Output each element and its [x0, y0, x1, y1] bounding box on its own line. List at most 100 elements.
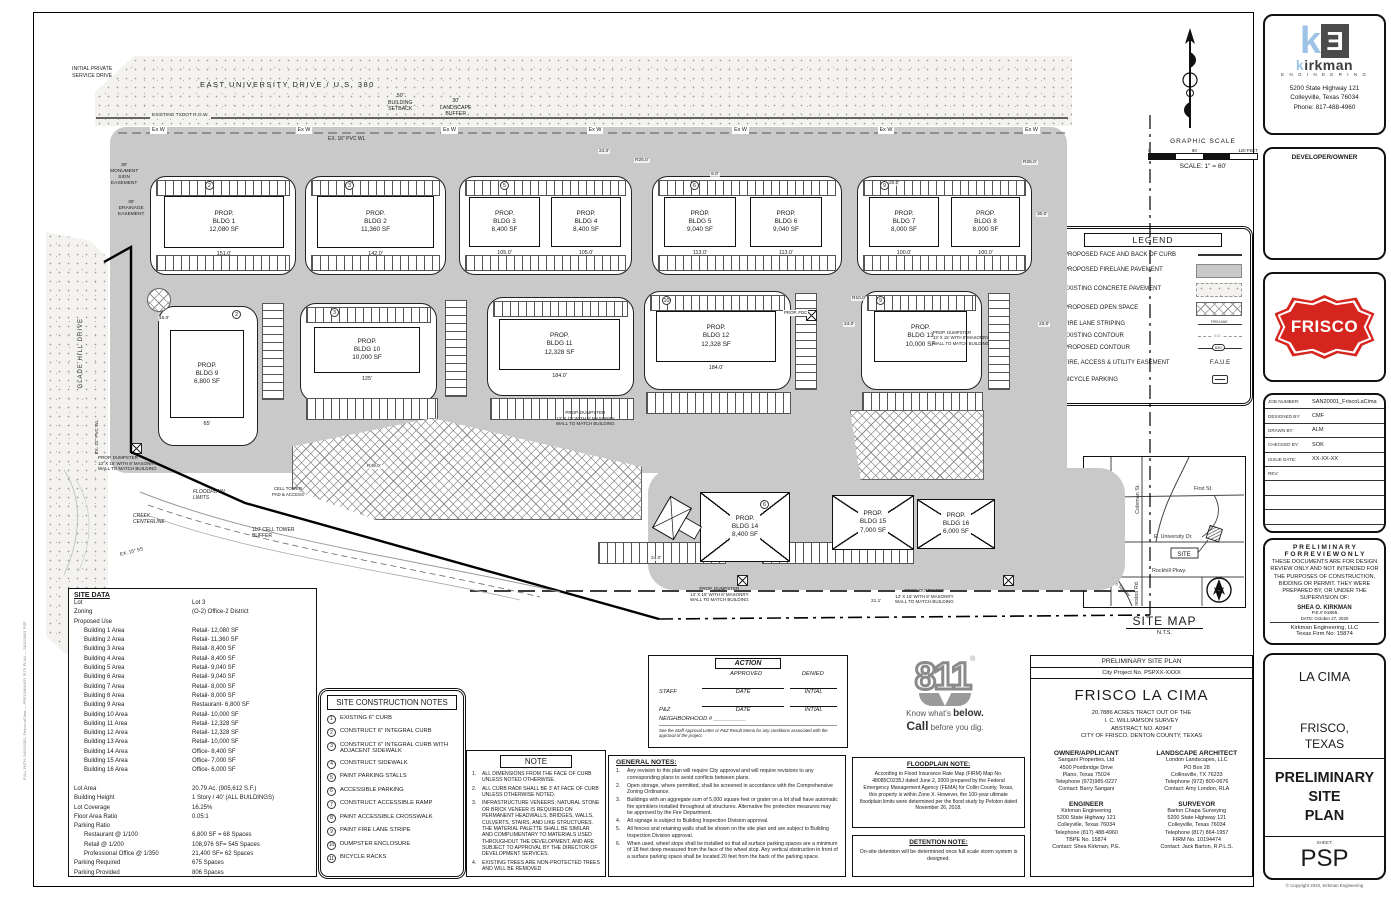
dim-label: 24.0' [598, 149, 611, 154]
keynote-circle: 6 [760, 500, 769, 509]
site-data-row: Floor Area Ratio 0.05:1 [74, 813, 311, 822]
action-approved: APPROVED [729, 671, 763, 677]
dim-label: 24.0' [650, 556, 663, 561]
site-data-label: Building 10 Area [74, 711, 128, 718]
site-data-value: Retail- 12,328 SF [192, 720, 239, 727]
dim-label: R25.0' [634, 158, 650, 163]
site-data-label: Parking Required [74, 860, 121, 867]
building-dim: 142.0' [368, 250, 383, 257]
title-block: PRELIMINARY SITE PLAN City Project No. P… [1030, 655, 1253, 877]
general-note-item: 1. Any revision to this plan will requir… [616, 768, 838, 781]
note-list: 1. ALL DIMENSIONS FROM THE FACE OF CURB … [472, 771, 600, 872]
site-map-nts: N.T.S. [1157, 630, 1172, 636]
sheet-label: SHEET: [1316, 840, 1333, 845]
legend-firelane-swatch [1196, 263, 1242, 278]
site-data-row: Building Height 1 Story / 40' (ALL BUILD… [74, 794, 311, 803]
surveyor-info: Barton Chapa Surveying 5200 State Highwa… [1160, 807, 1233, 851]
action-denied: DENIED [801, 671, 824, 677]
preliminary-pe: P.E.# 91865 [1311, 610, 1338, 616]
building-14: PROP. BLDG 14 8,400 SF [700, 492, 790, 562]
site-data-label: Building Height [74, 795, 115, 802]
building-3-label: PROP. BLDG 3 8,400 SF [491, 209, 518, 234]
preliminary-firm: Kirkman Engineering, LLC [1290, 624, 1359, 631]
exw-label: Ex W [877, 127, 895, 134]
scale-end: 120 FEET [1238, 148, 1258, 153]
job-info-key: ISSUE DATE: [1268, 456, 1297, 462]
site-data-row: Lot Lot 3 [74, 599, 311, 608]
site-data-label: Building 9 Area [74, 702, 125, 709]
site-data-row: Building 6 Area Retail- 9,040 SF [74, 673, 311, 682]
site-data-value: Lot 3 [192, 600, 206, 606]
building-dim: 113.0' [778, 249, 794, 256]
construction-note-text: CONSTRUCT ACCESSIBLE RAMP [340, 800, 433, 807]
job-info-value: SAN20001_FriscoLaCima [1312, 398, 1377, 405]
site-data-row: Building 16 Area Office- 6,000 SF [74, 766, 311, 775]
legend-bicycle-swatch [1198, 374, 1242, 386]
site-data-value: Retail- 8,400 SF [192, 655, 236, 662]
site-data-row: Lot Area 20.79 Ac. (905,612 S.F.) [74, 785, 311, 794]
job-info-row: JOB NUMBER: SAN20001_FriscoLaCima [1265, 395, 1384, 410]
site-data-value: Retail- 8,000 SF [192, 692, 236, 699]
action-date-label: DATE [735, 689, 751, 695]
site-data-label: Building 13 Area [74, 739, 128, 746]
landscape-buffer-label: 30' LANDSCAPE BUFFER [440, 98, 472, 117]
811-below: below. [953, 708, 984, 719]
building-8-label: PROP. BLDG 8 8,000 SF [972, 209, 999, 234]
site-data-box: SITE DATA Lot Lot 3 Zoning (O-2) Office-… [68, 588, 317, 877]
project-description: 20.7886 ACRES TRACT OUT OF THE I. C. WIL… [1080, 710, 1203, 740]
site-data-value: Retail- 12,080 SF [192, 627, 239, 634]
owner-info: Sangani Properties, Ltd 4500 Postbridge … [1055, 757, 1118, 793]
construction-note-item: 8 PAINT ACCESSIBLE CROSSWALK [327, 813, 457, 823]
building-dim: 100.0' [896, 249, 912, 256]
monument-sign-hatch [147, 288, 171, 312]
general-note-text: When used, wheel stops shall be installe… [627, 840, 838, 860]
cell-tower-buffer-label: 110' CELL TOWER BUFFER [252, 527, 295, 540]
site-map-university: E. University Dr. [1154, 534, 1193, 540]
frisco-logo-box: FRISCO [1263, 272, 1386, 382]
construction-note-item: 9 PAINT FIRE LANE STRIPE [327, 827, 457, 837]
legend-label: BICYCLE PARKING [1064, 376, 1118, 383]
landscape-heading: LANDSCAPE ARCHITECT [1156, 750, 1238, 758]
fdc-label: PROP. FDC [783, 310, 809, 316]
building-dim: 113.0' [692, 249, 708, 256]
parking-stalls [646, 392, 791, 414]
parking-stalls [658, 255, 836, 271]
building-dim: 105.0' [497, 249, 512, 256]
note-number: 2. [472, 785, 477, 792]
kirkman-logo-k: k [1299, 20, 1322, 62]
dim-label: 9.0' [710, 172, 720, 177]
note-text: ALL DIMENSIONS FROM THE FACE OF CURB UNL… [482, 771, 592, 784]
frisco-logo: FRISCO [1274, 295, 1375, 359]
detention-note-box: DETENTION NOTE: On-site detention will b… [852, 835, 1025, 877]
dumpster-pad [1003, 575, 1014, 586]
preliminary-stamp-box: P R E L I M I N A R Y F O R R E V I E W … [1263, 538, 1386, 645]
dumpster-pad [737, 575, 748, 586]
general-note-item: 3. Buildings with an aggregate sum of 5,… [616, 797, 838, 817]
job-info-key: REV: [1268, 471, 1279, 477]
site-data-label: Parking Provided [74, 869, 120, 876]
site-map-site: SITE [1177, 552, 1190, 558]
floodplain-body: According to Flood Insurance Rate Map (F… [859, 771, 1018, 812]
general-notes-list: 1. Any revision to this plan will requir… [616, 768, 838, 860]
note-title: NOTE [499, 755, 573, 768]
creek-centerline-label: CREEK CENTERLINE [133, 513, 165, 526]
action-initial-label: INTIAL [804, 689, 823, 695]
general-note-number: 3. [616, 797, 621, 804]
exw-label: Ex W [732, 127, 749, 134]
site-data-label: Zoning [74, 609, 93, 616]
job-info-key: DESIGNED BY: [1268, 413, 1301, 419]
site-data-value: Office- 8,400 SF [192, 748, 236, 755]
note-number: 4. [472, 859, 477, 866]
site-data-value: 0.05:1 [192, 813, 209, 820]
keynote-circle: 5 [500, 181, 509, 190]
dim-label: R10.0' [851, 296, 867, 301]
contour-value: 630 [1212, 344, 1225, 352]
note-item: 4. EXISTING TREES ARE NON-PROTECTED TREE… [472, 860, 600, 873]
detention-body: On-site detention will be determined onc… [859, 849, 1018, 863]
site-data-value: 16.25% [192, 804, 213, 811]
sheet-title-box: LA CIMA FRISCO, TEXAS PRELIMINARY SITE P… [1263, 653, 1386, 880]
site-data-row: Parking Required 675 Spaces [74, 859, 311, 868]
building-2-label: PROP. BLDG 2 11,360 SF [360, 209, 390, 234]
site-data-value: Retail- 10,000 SF [192, 711, 239, 718]
